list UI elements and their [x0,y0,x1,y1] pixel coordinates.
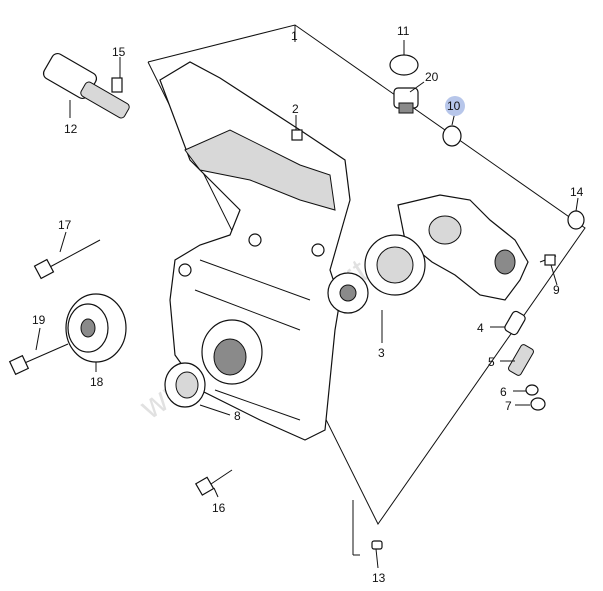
label-7[interactable]: 7 [505,399,512,413]
washer-6[interactable] [525,384,539,396]
leader-lines [35,40,579,569]
bolt-15[interactable] [111,77,123,93]
label-18[interactable]: 18 [90,375,104,389]
bolt-17[interactable] [33,239,101,280]
label-4[interactable]: 4 [477,321,484,335]
label-15[interactable]: 15 [112,45,126,59]
plug-2[interactable] [291,129,303,141]
idler-pulley[interactable] [65,293,127,363]
part-number-labels: 1 2 3 4 5 6 7 8 9 10 11 12 13 14 15 16 1… [32,24,584,585]
oil-control-valve[interactable] [41,51,130,119]
label-3[interactable]: 3 [378,346,385,360]
bolt-19[interactable] [8,343,69,376]
clip-11[interactable] [389,54,419,76]
label-9[interactable]: 9 [553,283,560,297]
relief-valve-plunger[interactable] [503,310,526,336]
oil-pressure-switch[interactable] [393,87,419,114]
label-14[interactable]: 14 [570,185,584,199]
bolt-16[interactable] [194,469,233,496]
label-2[interactable]: 2 [292,102,299,116]
label-11[interactable]: 11 [397,24,410,38]
relief-valve-spring[interactable] [507,344,534,377]
o-ring-10[interactable] [442,125,462,147]
label-1[interactable]: 1 [291,29,298,43]
label-19[interactable]: 19 [32,313,46,327]
bolt-9[interactable] [539,254,557,266]
label-12[interactable]: 12 [64,122,78,136]
label-8[interactable]: 8 [234,409,241,423]
label-16[interactable]: 16 [212,501,226,515]
label-17[interactable]: 17 [58,218,72,232]
timing-chain-cover[interactable] [159,61,351,441]
label-6[interactable]: 6 [500,385,507,399]
oil-seal[interactable] [164,362,206,408]
selected-part-marker [445,96,465,116]
label-10[interactable]: 10 [447,99,461,113]
o-ring-14[interactable] [567,210,585,230]
label-20[interactable]: 20 [425,70,439,84]
oil-pump-rotor[interactable] [327,234,426,314]
label-5[interactable]: 5 [488,355,495,369]
plug-13[interactable] [371,540,383,550]
retainer-7[interactable] [530,397,546,411]
oil-pump-housing[interactable] [397,194,529,301]
label-13[interactable]: 13 [372,571,386,585]
